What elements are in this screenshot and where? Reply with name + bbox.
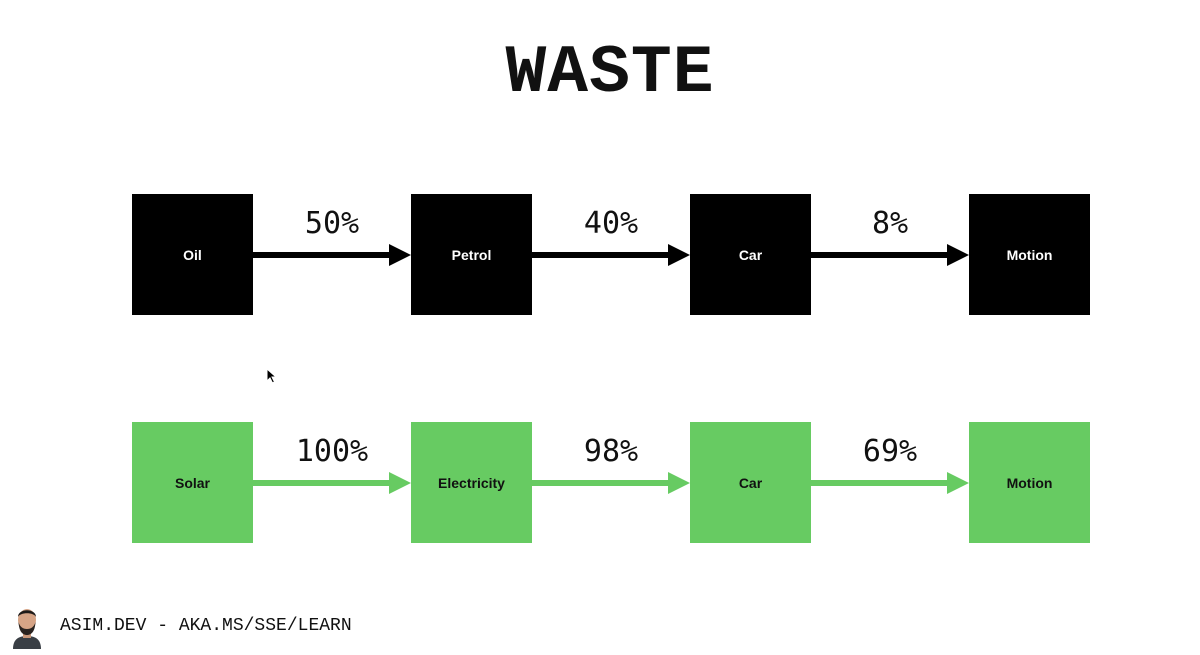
arrow-ev-car-to-motion: [811, 472, 969, 494]
efficiency-label-car-to-motion: 8%: [871, 206, 909, 241]
arrow-solar-to-electricity: [253, 472, 411, 494]
slide-title: WASTE: [505, 35, 715, 112]
mouse-pointer-icon: [266, 368, 278, 384]
efficiency-label-solar-to-electricity: 100%: [295, 434, 369, 469]
node-motion-solar: Motion: [969, 422, 1090, 543]
efficiency-label-ev-car-to-motion: 69%: [862, 434, 918, 469]
efficiency-label-oil-to-petrol: 50%: [304, 206, 360, 241]
node-car-solar: Car: [690, 422, 811, 543]
arrow-car-to-motion: [811, 244, 969, 266]
arrow-oil-to-petrol: [253, 244, 411, 266]
node-petrol: Petrol: [411, 194, 532, 315]
node-car-oil: Car: [690, 194, 811, 315]
arrow-petrol-to-car: [532, 244, 690, 266]
solar-flow-row: Solar 100% Electricity 98% Car 69% Motio…: [0, 422, 1200, 544]
node-solar: Solar: [132, 422, 253, 543]
presenter-avatar: [10, 603, 44, 649]
efficiency-label-petrol-to-car: 40%: [583, 206, 639, 241]
footer: ASIM.DEV - AKA.MS/SSE/LEARN: [10, 602, 352, 650]
node-motion-oil: Motion: [969, 194, 1090, 315]
efficiency-label-electricity-to-car: 98%: [583, 434, 639, 469]
node-electricity: Electricity: [411, 422, 532, 543]
footer-text: ASIM.DEV - AKA.MS/SSE/LEARN: [60, 616, 352, 636]
node-oil: Oil: [132, 194, 253, 315]
arrow-electricity-to-car: [532, 472, 690, 494]
oil-flow-row: Oil 50% Petrol 40% Car 8% Motion: [0, 194, 1200, 316]
